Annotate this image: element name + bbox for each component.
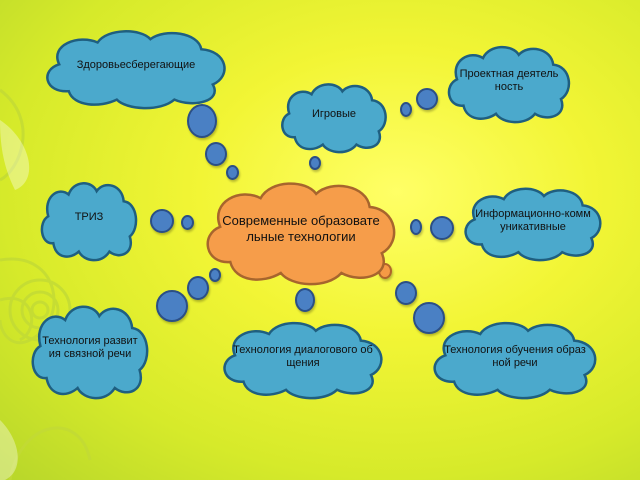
cloud-project: Проектная деятельность <box>444 40 574 122</box>
cloud-label: Технология обучения образной речи <box>444 343 586 369</box>
connector-bubble <box>187 276 209 300</box>
cloud-shape <box>28 298 152 398</box>
connector-bubble <box>400 102 412 117</box>
connector-bubble <box>413 302 445 334</box>
cloud-figurative: Технология обучения образной речи <box>428 316 602 398</box>
cloud-shape <box>444 40 574 122</box>
connector-bubble <box>395 281 417 305</box>
connector-bubble <box>181 215 194 230</box>
cloud-shape <box>38 176 140 260</box>
cloud-shape <box>200 174 402 284</box>
connector-bubble <box>430 216 454 240</box>
cloud-shape <box>428 316 602 398</box>
cloud-shape <box>460 182 606 260</box>
cloud-shape <box>278 78 390 152</box>
cloud-dialog: Технология диалогового общения <box>218 316 388 398</box>
cloud-speech: Технология развития связной речи <box>28 298 152 398</box>
cloud-label: Технология диалогового общения <box>233 343 373 369</box>
cloud-label: Проектная деятельность <box>459 67 559 93</box>
cloud-shape <box>218 316 388 398</box>
connector-bubble <box>295 288 315 312</box>
connector-bubble <box>416 88 438 110</box>
connector-bubble <box>209 268 221 282</box>
cloud-label: Информационно-коммуникативные <box>475 207 591 233</box>
cloud-shape <box>40 24 232 108</box>
center-label: Современные образовательные технологии <box>222 213 380 244</box>
cloud-center: Современные образовательные технологии <box>200 174 402 284</box>
cloud-label: Технология развития связной речи <box>42 334 138 360</box>
cloud-label: ТРИЗ <box>74 211 104 224</box>
connector-bubble <box>156 290 188 322</box>
cloud-health: Здоровьесберегающие <box>40 24 232 108</box>
cloud-label: Игровые <box>311 108 357 121</box>
connector-bubble <box>226 165 239 180</box>
cloud-label: Здоровьесберегающие <box>76 59 196 72</box>
connector-bubble <box>410 219 422 235</box>
cloud-ict: Информационно-коммуникативные <box>460 182 606 260</box>
connector-bubble <box>187 104 217 138</box>
connector-bubble <box>205 142 227 166</box>
connector-bubble <box>150 209 174 233</box>
cloud-triz: ТРИЗ <box>38 176 140 260</box>
cloud-game: Игровые <box>278 78 390 152</box>
connector-bubble <box>309 156 321 170</box>
